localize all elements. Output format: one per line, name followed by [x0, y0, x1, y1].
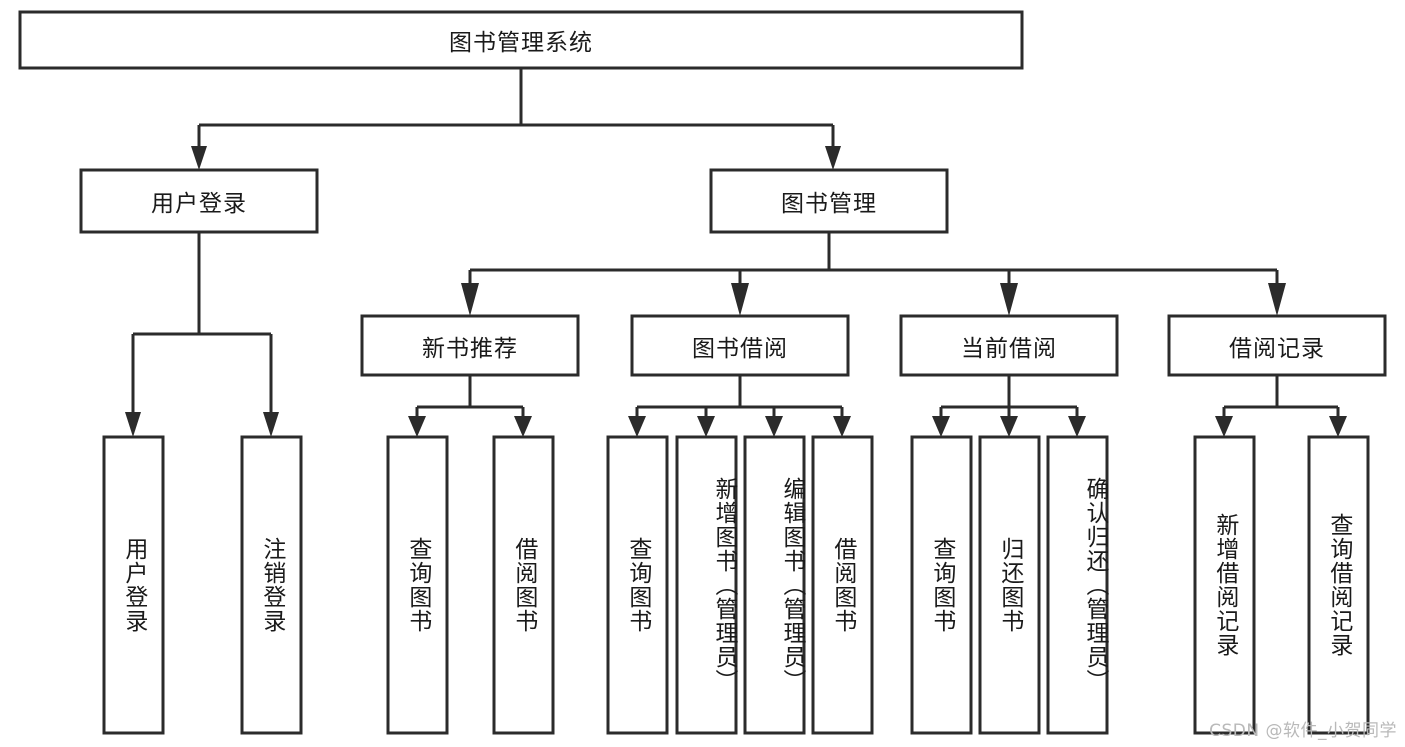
leaf-box-cb-query-book[interactable]: [910, 435, 973, 735]
leaf-box-nb-query-book[interactable]: [386, 435, 449, 735]
arrowhead-leaf-user-login: [125, 412, 141, 437]
arrowhead-leaf-br-query: [1329, 416, 1347, 437]
arrowhead-to-user-login: [191, 146, 207, 170]
arrowhead-leaf-bb-borrow: [833, 416, 851, 437]
arrowhead-leaf-cb-confirm: [1068, 416, 1086, 437]
leaf-box-bb-borrow-book[interactable]: [811, 435, 874, 735]
arrowhead-leaf-nb-borrow: [514, 416, 532, 437]
connector-book-borrow-bus: [635, 375, 844, 418]
connector-book-manage-bus: [468, 232, 1279, 285]
leaf-box-cb-confirm-return[interactable]: [1046, 435, 1109, 735]
leaf-box-logout[interactable]: [240, 435, 303, 735]
arrowhead-to-current-borrow: [1000, 283, 1018, 316]
arrowhead-leaf-logout: [263, 412, 279, 437]
leaf-box-bb-edit-book[interactable]: [743, 435, 806, 735]
connector-current-borrow-bus: [939, 375, 1079, 418]
leaf-box-user-login[interactable]: [102, 435, 165, 735]
arrowhead-leaf-bb-add: [697, 416, 715, 437]
leaf-box-bb-add-book[interactable]: [675, 435, 738, 735]
watermark-text: CSDN @软件_小贺同学: [1209, 721, 1397, 741]
arrowhead-to-book-borrow: [731, 283, 749, 316]
arrowhead-leaf-cb-return: [1000, 416, 1018, 437]
node-current-borrow-box[interactable]: [899, 314, 1119, 377]
node-borrow-record-box[interactable]: [1167, 314, 1387, 377]
node-root-box[interactable]: [18, 10, 1024, 70]
leaf-box-nb-borrow-book[interactable]: [492, 435, 555, 735]
leaf-box-br-add-record[interactable]: [1193, 435, 1256, 735]
node-book-manage-box[interactable]: [709, 168, 949, 234]
connector-new-book-bus: [415, 375, 525, 418]
connector-borrow-record-bus: [1222, 375, 1340, 418]
leaf-box-cb-return-book[interactable]: [978, 435, 1041, 735]
arrowhead-leaf-br-add: [1215, 416, 1233, 437]
arrowhead-to-new-book: [461, 283, 479, 316]
arrowhead-leaf-nb-query: [408, 416, 426, 437]
node-user-login-box[interactable]: [79, 168, 319, 234]
arrowhead-leaf-bb-edit: [765, 416, 783, 437]
node-book-borrow-box[interactable]: [630, 314, 850, 377]
connector-user-login-bus: [131, 232, 273, 415]
leaf-box-br-query-record[interactable]: [1307, 435, 1370, 735]
arrowhead-to-book-manage: [825, 146, 841, 170]
arrowhead-to-borrow-record: [1268, 283, 1286, 316]
connector-root-bus: [197, 68, 835, 148]
leaf-box-bb-query-book[interactable]: [606, 435, 669, 735]
node-new-book-box[interactable]: [360, 314, 580, 377]
arrowhead-leaf-bb-query: [628, 416, 646, 437]
arrowhead-leaf-cb-query: [932, 416, 950, 437]
